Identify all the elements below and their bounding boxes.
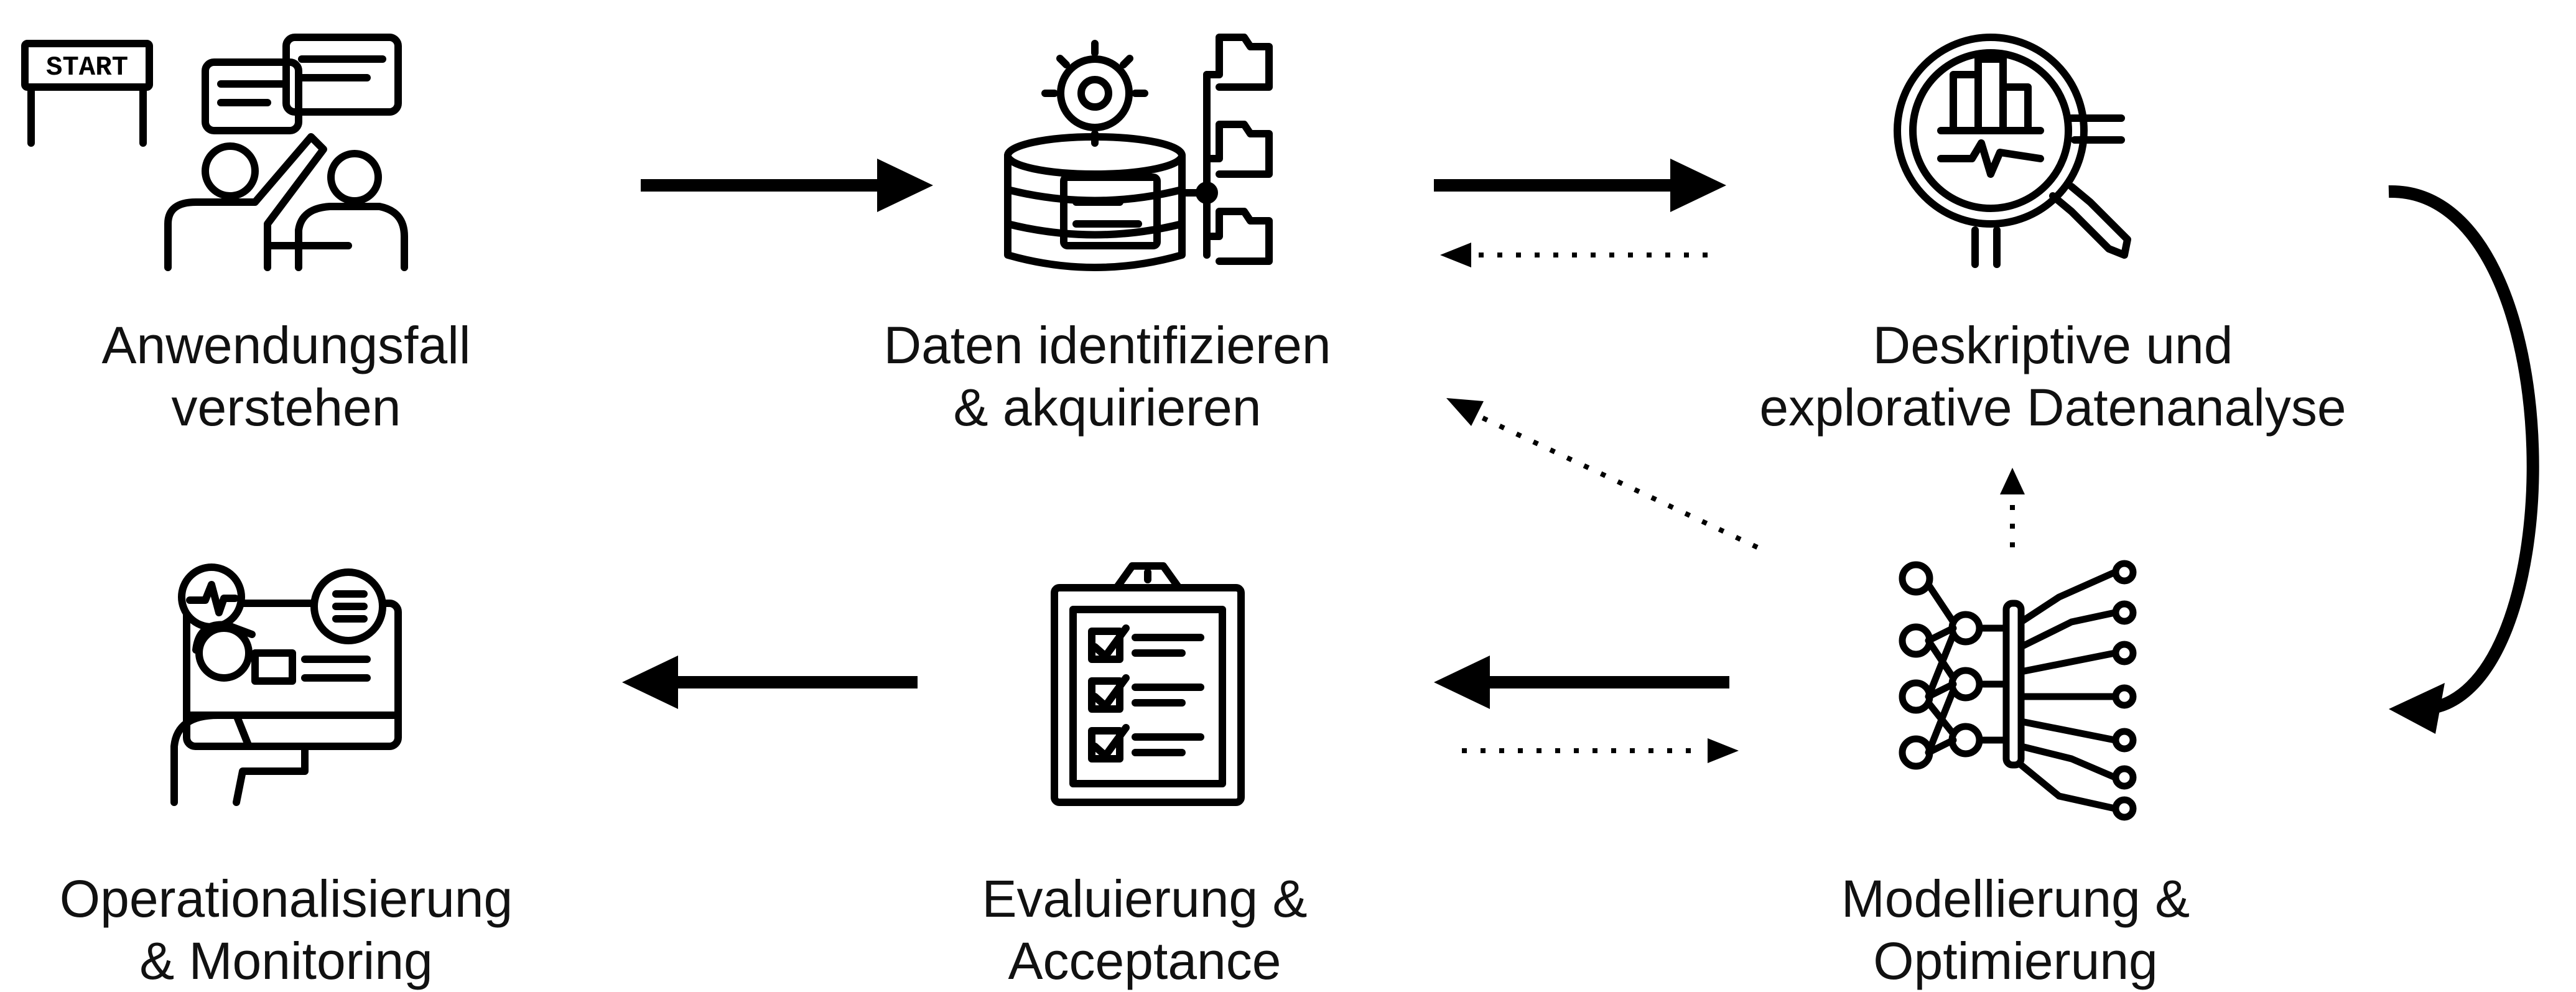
label-anwendungsfall: Anwendungsfall verstehen xyxy=(75,314,498,438)
label-line: & Monitoring xyxy=(139,932,433,990)
label-line: Evaluierung & xyxy=(982,869,1308,928)
arrow-step2-to-step3 xyxy=(1434,159,1726,212)
arrow-step4-to-step5 xyxy=(1434,656,1729,709)
label-line: explorative Datenanalyse xyxy=(1759,378,2346,437)
presentation-people-icon: START xyxy=(21,34,408,271)
label-line: Operationalisierung xyxy=(59,869,513,928)
label-line: verstehen xyxy=(171,378,401,437)
label-operationalisierung: Operationalisierung & Monitoring xyxy=(19,868,554,992)
arrow-step1-to-step2 xyxy=(641,159,933,212)
label-datenanalyse: Deskriptive und explorative Datenanalyse xyxy=(1729,314,2376,438)
label-line: & akquirieren xyxy=(953,378,1262,437)
start-banner-text: START xyxy=(46,52,128,83)
start-banner: START xyxy=(21,40,153,147)
database-gear-folders-icon xyxy=(1004,34,1273,271)
label-line: Modellierung & xyxy=(1841,869,2190,928)
arrow-step4-to-step2-dotted xyxy=(1446,398,1759,550)
arrow-step3-to-step4-curve xyxy=(2388,185,2539,734)
label-evaluierung: Evaluierung & Acceptance xyxy=(921,868,1369,992)
label-daten-identifizieren: Daten identifizieren & akquirieren xyxy=(858,314,1356,438)
label-line: Deskriptive und xyxy=(1872,316,2233,374)
arrow-step5-to-step4-dotted xyxy=(1462,738,1739,763)
neural-network-icon xyxy=(1899,560,2137,821)
clipboard-checklist-icon xyxy=(1051,562,1245,806)
arrow-step4-to-step3-dotted xyxy=(2000,468,2025,547)
monitoring-operator-icon xyxy=(170,563,402,806)
label-line: Acceptance xyxy=(1008,932,1281,990)
label-modellierung: Modellierung & Optimierung xyxy=(1792,868,2239,992)
label-line: Optimierung xyxy=(1873,932,2158,990)
magnifier-chart-icon xyxy=(1894,34,2131,268)
arrow-step3-to-step2-dotted xyxy=(1440,243,1708,267)
label-line: Anwendungsfall xyxy=(101,316,471,374)
arrow-step5-to-step6 xyxy=(622,656,918,709)
label-line: Daten identifizieren xyxy=(883,316,1331,374)
